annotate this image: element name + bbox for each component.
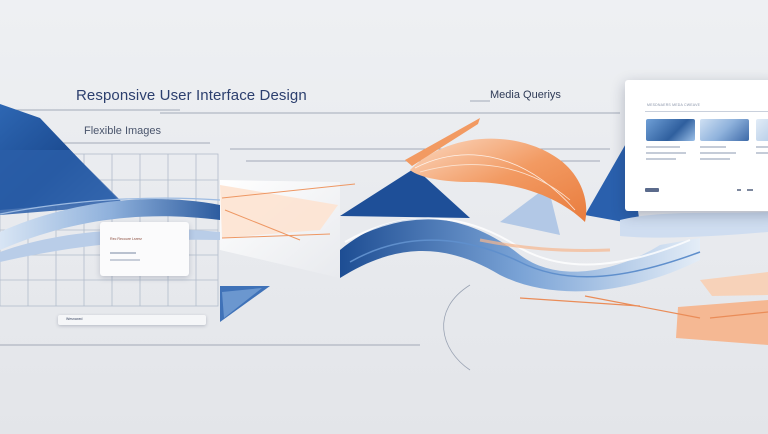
floating-card: Rec Recoure Lsrerz (100, 222, 189, 276)
search-bar-text: Wesnaxed (66, 317, 83, 321)
image-thumbnail[interactable] (756, 119, 768, 141)
image-thumbnail[interactable] (646, 119, 695, 141)
panel-text-line (700, 152, 736, 154)
image-thumbnail[interactable] (700, 119, 749, 141)
card-text-line (110, 252, 136, 254)
panel-text-line (646, 152, 686, 154)
panel-text-line (646, 146, 680, 148)
search-bar[interactable]: Wesnaxed (58, 315, 206, 325)
card-label: Rec Recoure Lsrerz (110, 237, 142, 241)
panel-text-line (646, 158, 676, 160)
panel-text-line (700, 158, 730, 160)
card-text-line (110, 259, 140, 261)
subtitle-flexible-images: Flexible Images (84, 125, 162, 137)
media-queries-panel: MESDNAERS MEDA CWEAVE (625, 80, 768, 211)
panel-small-button[interactable] (747, 189, 753, 191)
panel-small-button[interactable] (737, 189, 741, 191)
panel-title: MESDNAERS MEDA CWEAVE (647, 103, 701, 107)
panel-text-line (700, 146, 726, 148)
media-queries-label: Media Queriys (490, 89, 561, 101)
panel-divider (645, 111, 768, 112)
panel-button[interactable] (645, 188, 659, 192)
panel-text-line (756, 152, 768, 154)
page-title: Responsive User Interface Design (76, 87, 307, 104)
panel-text-line (756, 146, 768, 148)
orange-feather (410, 138, 587, 222)
